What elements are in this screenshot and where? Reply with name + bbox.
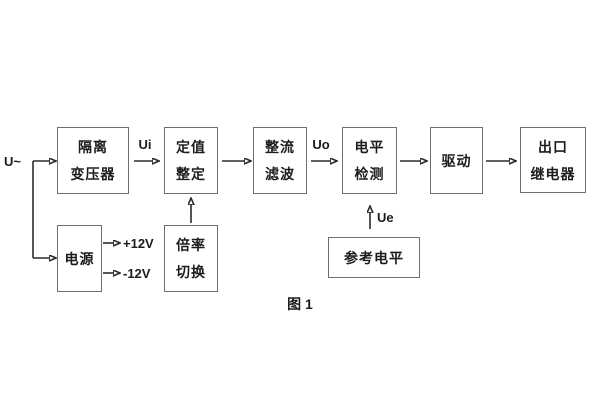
block-label: 整流 <box>265 139 295 155</box>
power-minus12v-label: -12V <box>123 266 151 281</box>
input-voltage-label: U~ <box>4 154 21 169</box>
block-label: 电平 <box>354 139 385 155</box>
block-driver: 驱动 <box>430 127 483 194</box>
block-setting-adjust: 定值 整定 <box>164 127 218 194</box>
figure-caption: 图 1 <box>287 296 313 312</box>
block-label: 切换 <box>176 264 206 280</box>
block-label: 继电器 <box>530 165 576 182</box>
block-label: 参考电平 <box>344 249 404 266</box>
block-label: 滤波 <box>265 166 295 182</box>
signal-uo-label: Uo <box>312 137 330 152</box>
block-label: 定值 <box>176 139 206 155</box>
block-label: 出口 <box>538 138 568 155</box>
signal-ue-label: Ue <box>377 210 394 225</box>
block-isolation-transformer: 隔离 变压器 <box>57 127 129 194</box>
block-label: 驱动 <box>441 152 472 169</box>
block-output-relay: 出口 继电器 <box>520 127 586 193</box>
block-power-supply: 电源 <box>57 225 102 292</box>
block-label: 检测 <box>354 166 385 182</box>
power-plus12v-label: +12V <box>123 236 154 251</box>
block-label: 隔离 <box>78 139 108 155</box>
block-reference-level: 参考电平 <box>328 237 420 278</box>
block-rectifier-filter: 整流 滤波 <box>253 127 307 194</box>
block-ratio-switch: 倍率 切换 <box>164 225 218 292</box>
block-label: 变压器 <box>70 166 116 182</box>
block-label: 电源 <box>64 250 95 267</box>
signal-ui-label: Ui <box>138 137 152 152</box>
block-label: 倍率 <box>176 237 206 253</box>
block-label: 整定 <box>176 166 206 182</box>
block-level-detector: 电平 检测 <box>342 127 397 194</box>
